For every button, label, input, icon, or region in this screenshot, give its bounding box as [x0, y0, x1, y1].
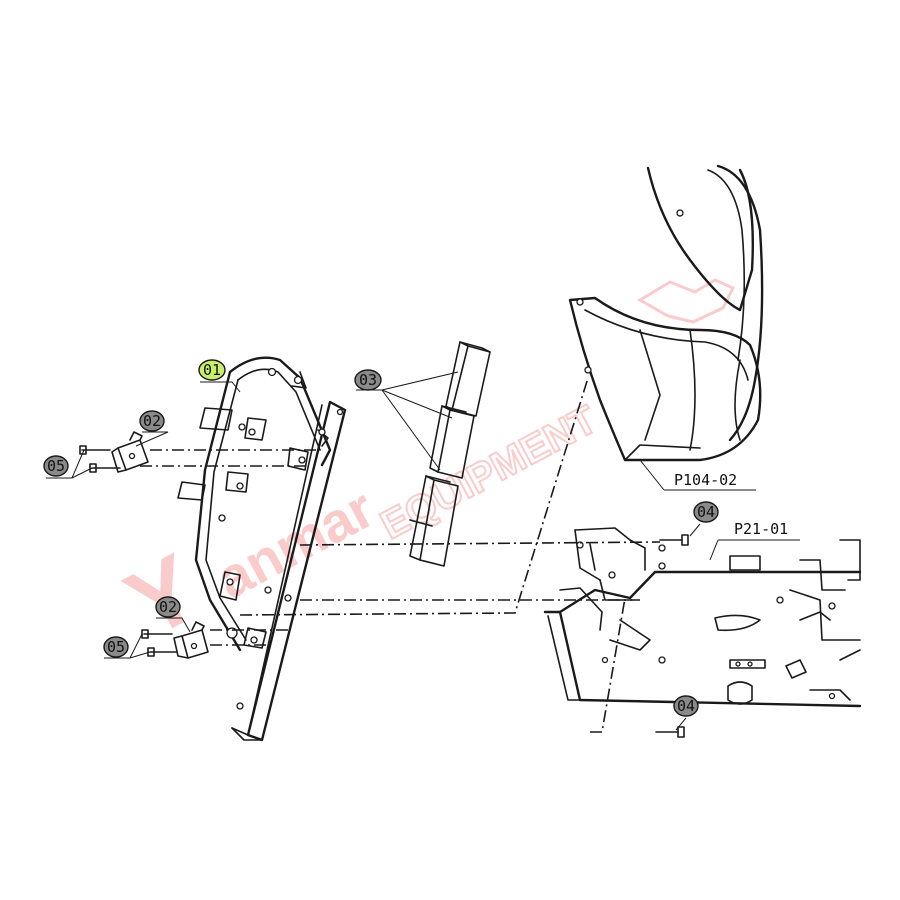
- callout-04-upper: 04: [693, 501, 719, 523]
- reference-p104-02: P104-02: [674, 471, 737, 489]
- chassis-frame-p21-01: [543, 527, 862, 708]
- part-02-bracket-upper: [111, 431, 149, 473]
- reference-p21-01: P21-01: [734, 520, 788, 538]
- callout-04-lower-text: 04: [677, 697, 695, 715]
- callout-02-upper: 02: [139, 410, 165, 432]
- callout-03: 03: [354, 369, 382, 391]
- callout-05-lower-text: 05: [107, 638, 125, 656]
- callout-03-text: 03: [359, 371, 377, 389]
- callout-02-upper-text: 02: [143, 412, 161, 430]
- watermark-block-word: EQUIPMENT: [374, 397, 605, 547]
- callout-05-upper: 05: [43, 455, 69, 477]
- callout-04-upper-text: 04: [697, 503, 715, 521]
- callout-01-text: 01: [203, 361, 221, 379]
- leader-lines: [46, 371, 800, 731]
- watermark: Y anmar EQUIPMENT: [110, 278, 736, 659]
- callout-04-lower: 04: [673, 695, 699, 717]
- part-05-bolts-lower: [141, 629, 177, 657]
- callout-05-lower: 05: [103, 636, 129, 658]
- watermark-tractor-icon: [637, 278, 736, 324]
- callout-02-lower-text: 02: [159, 598, 177, 616]
- callout-01: 01: [198, 359, 226, 381]
- callout-02-lower: 02: [155, 596, 181, 618]
- alignment-lines: [140, 377, 661, 733]
- watermark-script-letter: Y: [110, 534, 217, 659]
- part-01-grille-frame: [177, 356, 347, 742]
- part-04-bolt-lower: [655, 726, 685, 738]
- part-04-bolt-upper: [659, 534, 689, 546]
- part-02-bracket-lower: [173, 621, 209, 659]
- callout-05-upper-text: 05: [47, 457, 65, 475]
- part-03-foam-blocks: [409, 341, 491, 567]
- hood-assembly-p104-02: [568, 164, 764, 462]
